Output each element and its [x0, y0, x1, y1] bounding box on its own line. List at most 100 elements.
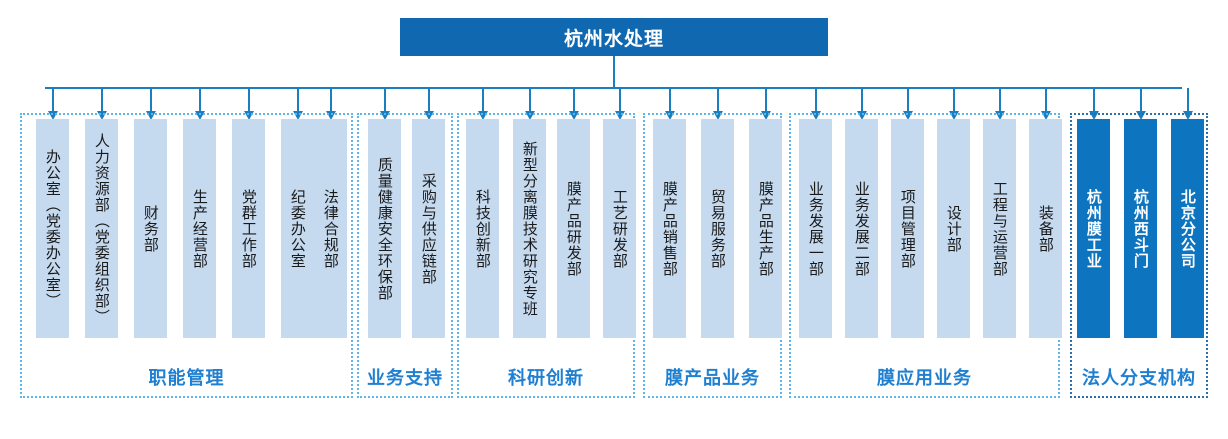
department-label: 工艺研发部 [610, 188, 629, 269]
department-box[interactable]: 生产经营部 [183, 119, 216, 338]
arrow-head-icon [994, 111, 1005, 120]
drop-connector [664, 88, 675, 120]
department-box[interactable]: 人力资源部（党委组织部） [85, 119, 118, 338]
arrow-head-icon [325, 111, 336, 120]
department-label: 项目管理部 [898, 188, 917, 269]
group-6: 法人分支机构 [1070, 113, 1208, 398]
arrow-head-icon [524, 111, 535, 120]
arrow-head-icon [614, 111, 625, 120]
arrow-head-icon [664, 111, 675, 120]
department-box[interactable]: 贸易服务部 [701, 119, 734, 338]
department-box[interactable]: 杭州西斗门 [1124, 119, 1157, 338]
arrow-head-icon [96, 111, 107, 120]
department-label: 膜产品销售部 [660, 180, 679, 277]
department-label: 膜产品生产部 [756, 180, 775, 277]
department-box[interactable]: 法律合规部 [314, 119, 347, 338]
group-label: 业务支持 [367, 368, 443, 389]
arrow-head-icon [948, 111, 959, 120]
department-box[interactable]: 装备部 [1029, 119, 1062, 338]
department-label: 党群工作部 [239, 188, 258, 269]
arrow-head-icon [292, 111, 303, 120]
department-box[interactable]: 采购与供应链部 [412, 119, 445, 338]
group-label: 职能管理 [148, 368, 225, 389]
arrow-head-icon [379, 111, 390, 120]
department-label: 业务发展一部 [806, 180, 825, 277]
department-box[interactable]: 业务发展一部 [799, 119, 832, 338]
drop-connector [423, 88, 434, 120]
department-box[interactable]: 项目管理部 [891, 119, 924, 338]
arrow-head-icon [47, 111, 58, 120]
department-box[interactable]: 业务发展二部 [845, 119, 878, 338]
root-stem-connector [613, 56, 615, 88]
drop-connector [948, 88, 959, 120]
drop-connector [994, 88, 1005, 120]
drop-connector [568, 88, 579, 120]
drop-connector [243, 88, 254, 120]
arrow-head-icon [1182, 111, 1193, 120]
arrow-head-icon [568, 111, 579, 120]
department-label: 质量健康安全环保部 [375, 156, 394, 301]
drop-connector [712, 88, 723, 120]
department-label: 新型分离膜技术研究专班 [520, 140, 539, 317]
arrow-head-icon [760, 111, 771, 120]
root-node-label: 杭州水处理 [563, 27, 664, 50]
department-box[interactable]: 财务部 [134, 119, 167, 338]
root-node[interactable]: 杭州水处理 [400, 18, 828, 56]
department-label: 采购与供应链部 [419, 172, 438, 285]
drop-connector [614, 88, 625, 120]
arrow-head-icon [902, 111, 913, 120]
group-label: 法人分支机构 [1082, 368, 1196, 389]
department-label: 工程与运营部 [990, 180, 1009, 277]
department-box[interactable]: 膜产品生产部 [749, 119, 782, 338]
drop-connector [856, 88, 867, 120]
arrow-head-icon [145, 111, 156, 120]
department-label: 杭州西斗门 [1131, 188, 1150, 269]
department-box[interactable]: 膜产品研发部 [557, 119, 590, 338]
department-box[interactable]: 科技创新部 [466, 119, 499, 338]
drop-connector [96, 88, 107, 120]
drop-connector [292, 88, 303, 120]
arrow-head-icon [477, 111, 488, 120]
drop-connector [902, 88, 913, 120]
arrow-head-icon [1135, 111, 1146, 120]
drop-connector [477, 88, 488, 120]
horizontal-bus-connector [45, 87, 1182, 89]
department-box[interactable]: 杭州膜工业 [1077, 119, 1110, 338]
group-1: 职能管理 [20, 113, 353, 398]
drop-connector [145, 88, 156, 120]
department-box[interactable]: 工艺研发部 [603, 119, 636, 338]
drop-connector [1040, 88, 1051, 120]
drop-connector [325, 88, 336, 120]
department-box[interactable]: 设计部 [937, 119, 970, 338]
department-box[interactable]: 党群工作部 [232, 119, 265, 338]
group-2: 业务支持 [357, 113, 453, 398]
arrow-head-icon [1088, 111, 1099, 120]
arrow-head-icon [810, 111, 821, 120]
department-box[interactable]: 新型分离膜技术研究专班 [513, 119, 546, 338]
arrow-head-icon [712, 111, 723, 120]
drop-connector [760, 88, 771, 120]
arrow-head-icon [243, 111, 254, 120]
department-box[interactable]: 工程与运营部 [983, 119, 1016, 338]
drop-connector [47, 88, 58, 120]
department-label: 贸易服务部 [708, 188, 727, 269]
arrow-head-icon [1040, 111, 1051, 120]
department-box[interactable]: 办公室（党委办公室） [36, 119, 69, 338]
department-label: 人力资源部（党委组织部） [92, 132, 111, 325]
department-box[interactable]: 纪委办公室 [281, 119, 314, 338]
drop-connector [1135, 88, 1146, 120]
department-label: 纪委办公室 [288, 188, 307, 269]
drop-connector [194, 88, 205, 120]
department-box[interactable]: 质量健康安全环保部 [368, 119, 401, 338]
department-box[interactable]: 北京分公司 [1171, 119, 1204, 338]
department-label: 法律合规部 [321, 188, 340, 269]
department-label: 科技创新部 [473, 188, 492, 269]
department-label: 膜产品研发部 [564, 180, 583, 277]
drop-connector [1088, 88, 1099, 120]
department-label: 生产经营部 [190, 188, 209, 269]
drop-connector [524, 88, 535, 120]
drop-connector [810, 88, 821, 120]
department-box[interactable]: 膜产品销售部 [653, 119, 686, 338]
group-label: 科研创新 [508, 368, 584, 389]
